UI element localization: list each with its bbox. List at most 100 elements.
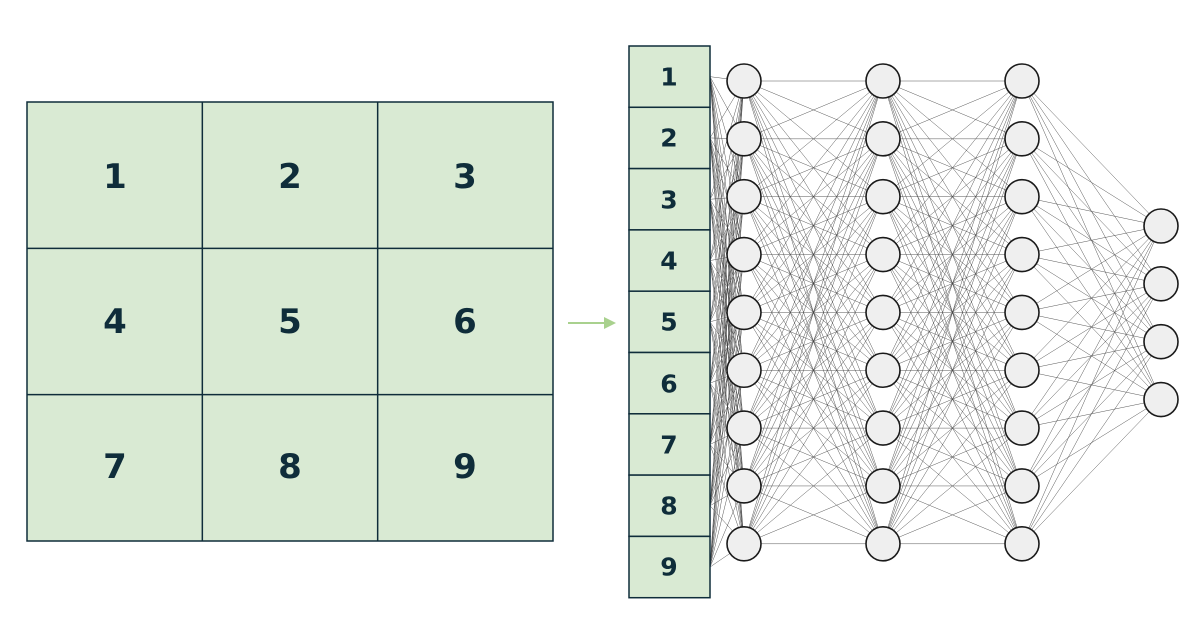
grid-cell-label: 7: [103, 447, 127, 487]
grid-cell-label: 6: [453, 302, 477, 342]
network-edge: [709, 80, 745, 261]
output-node: [1143, 208, 1179, 244]
hidden-node: [726, 121, 762, 157]
network-edge: [743, 80, 884, 197]
vector-cell-label: 6: [660, 370, 677, 399]
pixel-grid: 1 2 3 4 5 6 7 8 9: [26, 101, 554, 542]
grid-cell-label: 2: [278, 157, 302, 197]
network-edge: [709, 428, 745, 568]
network-edge: [743, 138, 884, 544]
network-edge: [1021, 225, 1162, 255]
network-edge: [1021, 225, 1162, 313]
network-edge: [743, 485, 884, 545]
hidden-node: [865, 63, 901, 99]
hidden-node: [726, 63, 762, 99]
hidden-node: [865, 352, 901, 389]
network-edge: [882, 370, 1023, 544]
vector-cell-label: 9: [660, 553, 677, 582]
flattened-vector-cells: [628, 45, 711, 599]
network-edge: [709, 383, 745, 487]
vector-cell-label: 8: [660, 492, 677, 521]
network-edge: [743, 196, 884, 544]
vector-cell: [628, 535, 711, 599]
network-edge: [709, 137, 745, 313]
network-edge: [882, 80, 1023, 371]
network-edge: [709, 260, 745, 429]
hidden-node: [726, 178, 762, 215]
hidden-node: [865, 525, 901, 562]
network-edge: [743, 80, 884, 371]
vector-cell-label: 4: [660, 247, 677, 276]
network-edge: [882, 254, 1023, 544]
network-edge: [1021, 225, 1162, 371]
flatten-arrow: [568, 317, 616, 329]
network-edge: [1021, 80, 1162, 227]
network-edge: [743, 254, 884, 544]
vector-cell-label: 2: [660, 124, 677, 153]
network-edge: [882, 485, 1023, 545]
output-node: [1143, 323, 1179, 360]
hidden-node: [1004, 410, 1040, 446]
network-edge: [1021, 341, 1162, 544]
network-edge: [882, 80, 1023, 197]
grid-cell-label: 3: [453, 157, 477, 197]
network-edge: [1021, 399, 1162, 544]
network-edge: [709, 76, 745, 255]
vector-cell: [628, 290, 711, 354]
flatten-arrow-head: [604, 317, 616, 329]
grid-cell-label: 5: [278, 302, 302, 342]
vector-cell: [628, 45, 711, 109]
output-node: [1143, 381, 1179, 418]
hidden-node: [865, 121, 901, 157]
vector-cell-label: 5: [660, 308, 677, 337]
vector-cell: [628, 229, 711, 292]
hidden-node: [726, 236, 762, 273]
network-edge: [882, 80, 1023, 487]
vector-cell: [628, 474, 711, 538]
network-edge: [709, 254, 745, 384]
hidden-node: [1004, 178, 1040, 215]
hidden-node: [1004, 63, 1040, 99]
hidden-node: [1004, 468, 1040, 504]
pixel-grid-background: [26, 101, 554, 542]
network-edge: [709, 312, 745, 445]
network-edge: [743, 80, 884, 313]
network-edge: [743, 80, 884, 429]
network-edge: [1021, 225, 1162, 487]
grid-cell-label: 1: [103, 157, 127, 197]
hidden-node: [726, 294, 762, 331]
network-edge: [1021, 283, 1162, 544]
network-edge: [882, 80, 1023, 313]
network-edge: [1021, 138, 1162, 227]
network-edge: [882, 80, 1023, 255]
network-edge: [882, 80, 1023, 429]
network-edge: [709, 321, 745, 486]
hidden-node: [726, 468, 762, 504]
output-node: [1143, 266, 1179, 302]
network-edge: [709, 199, 745, 371]
network-edge: [743, 80, 884, 140]
hidden-node: [865, 178, 901, 215]
grid-cell-label: 9: [453, 447, 477, 487]
network-edge: [743, 80, 884, 487]
network-edge: [882, 427, 1023, 544]
hidden-node: [726, 352, 762, 389]
hidden-node: [865, 410, 901, 446]
vector-cell-label: 1: [660, 63, 677, 92]
hidden-node: [1004, 352, 1040, 389]
network-edge: [743, 80, 884, 544]
hidden-node: [1004, 525, 1040, 562]
network-edge: [743, 427, 884, 544]
network-edge: [1021, 225, 1162, 429]
network-edge: [743, 370, 884, 544]
flattened-vector: 1 2 3 4 5 6 7 8 9: [628, 45, 711, 599]
network-edge: [882, 138, 1023, 544]
grid-cell-label: 4: [103, 302, 127, 342]
network-edges: [709, 76, 1162, 568]
pixel-grid-cells: 1 2 3 4 5 6 7 8 9: [103, 157, 477, 487]
vector-cell: [628, 351, 711, 415]
hidden-node: [1004, 236, 1040, 273]
network-edge: [709, 80, 745, 568]
network-edge: [882, 196, 1023, 544]
